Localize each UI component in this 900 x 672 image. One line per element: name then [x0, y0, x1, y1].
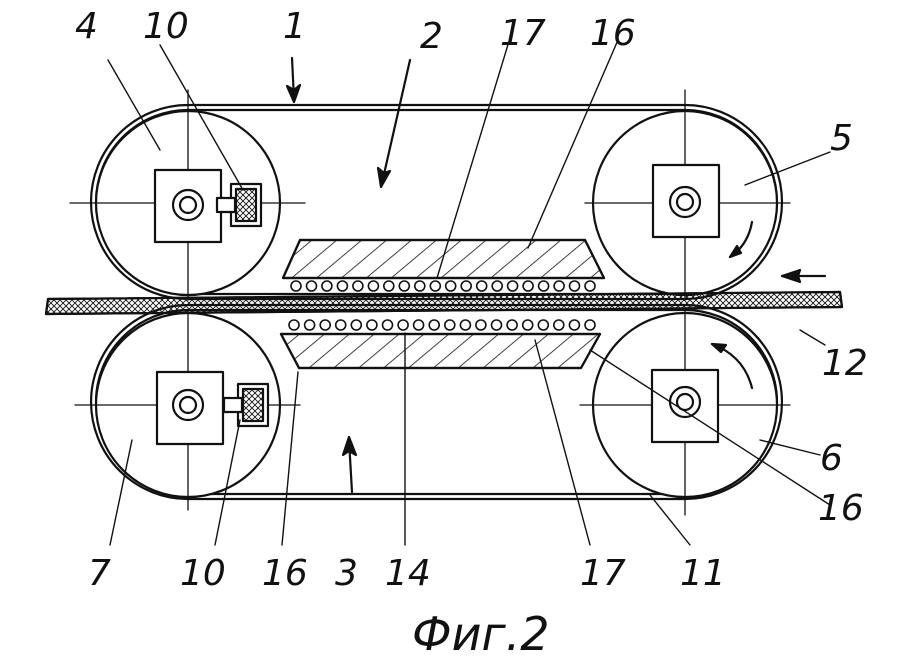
roller: [303, 319, 316, 331]
roller: [552, 319, 565, 331]
figure-caption: Фиг.2: [412, 607, 550, 661]
reference-labels: 4 10 1 2 17 16 5 12 6 16 7 10 16 3 14 17…: [75, 6, 868, 594]
label-2: 2: [420, 16, 443, 57]
roller: [584, 280, 596, 292]
label-12: 12: [822, 343, 868, 384]
label-16-top: 16: [590, 13, 636, 54]
roller: [288, 319, 300, 331]
roller: [366, 319, 378, 331]
label-4: 4: [75, 6, 98, 47]
roller: [334, 319, 347, 331]
roller: [444, 280, 457, 292]
roller: [506, 280, 519, 292]
leader-lines: [107, 37, 831, 546]
label-16-bottom: 16: [262, 553, 308, 594]
label-10-top: 10: [143, 6, 189, 47]
roller: [460, 280, 473, 292]
roller: [336, 280, 349, 292]
roller: [319, 319, 332, 331]
label-1: 1: [283, 6, 306, 47]
roller: [429, 280, 442, 292]
roller: [475, 319, 487, 331]
roller: [475, 280, 488, 292]
roller: [537, 319, 550, 331]
view-arrow-3: [341, 435, 358, 494]
material-strip: [44, 290, 844, 316]
roller: [352, 280, 364, 292]
roller: [397, 319, 409, 331]
roller: [381, 319, 394, 331]
label-6: 6: [820, 438, 843, 479]
label-14: 14: [385, 553, 431, 594]
roller: [553, 280, 565, 292]
roller: [506, 319, 518, 331]
label-17-bottom: 17: [580, 553, 626, 594]
label-5: 5: [830, 118, 853, 159]
feed-arrow: [780, 268, 827, 284]
roller: [568, 280, 581, 292]
roller: [412, 319, 425, 331]
rotation-arrow-upper: [728, 220, 754, 259]
label-17-top: 17: [500, 13, 546, 54]
roller: [443, 319, 456, 331]
tensioner-upper: [215, 182, 263, 228]
lower-pressure-plate: [279, 332, 602, 370]
tensioner-lower: [222, 382, 270, 428]
roller: [350, 319, 363, 331]
roller: [522, 280, 534, 292]
lower-rollers: [288, 319, 596, 331]
roller: [305, 280, 318, 292]
roller: [537, 280, 550, 292]
bearing-housings: [153, 163, 721, 446]
roller: [290, 280, 302, 292]
roller: [428, 319, 441, 331]
roller: [491, 280, 504, 292]
roller: [413, 280, 426, 292]
roller: [490, 319, 503, 331]
roller: [568, 319, 581, 331]
upper-rollers: [290, 280, 596, 292]
label-16-right: 16: [818, 488, 864, 529]
roller: [367, 280, 380, 292]
roller: [521, 319, 534, 331]
roller: [321, 280, 333, 292]
rotation-arrow-lower: [710, 342, 754, 390]
label-7: 7: [88, 553, 111, 594]
label-11: 11: [680, 553, 726, 594]
view-arrow-1: [285, 56, 302, 104]
label-10-bottom: 10: [180, 553, 226, 594]
roller: [398, 280, 411, 292]
roller: [382, 280, 395, 292]
label-3: 3: [335, 553, 358, 594]
roller: [459, 319, 472, 331]
view-arrow-2: [376, 58, 412, 189]
roller: [584, 319, 596, 331]
